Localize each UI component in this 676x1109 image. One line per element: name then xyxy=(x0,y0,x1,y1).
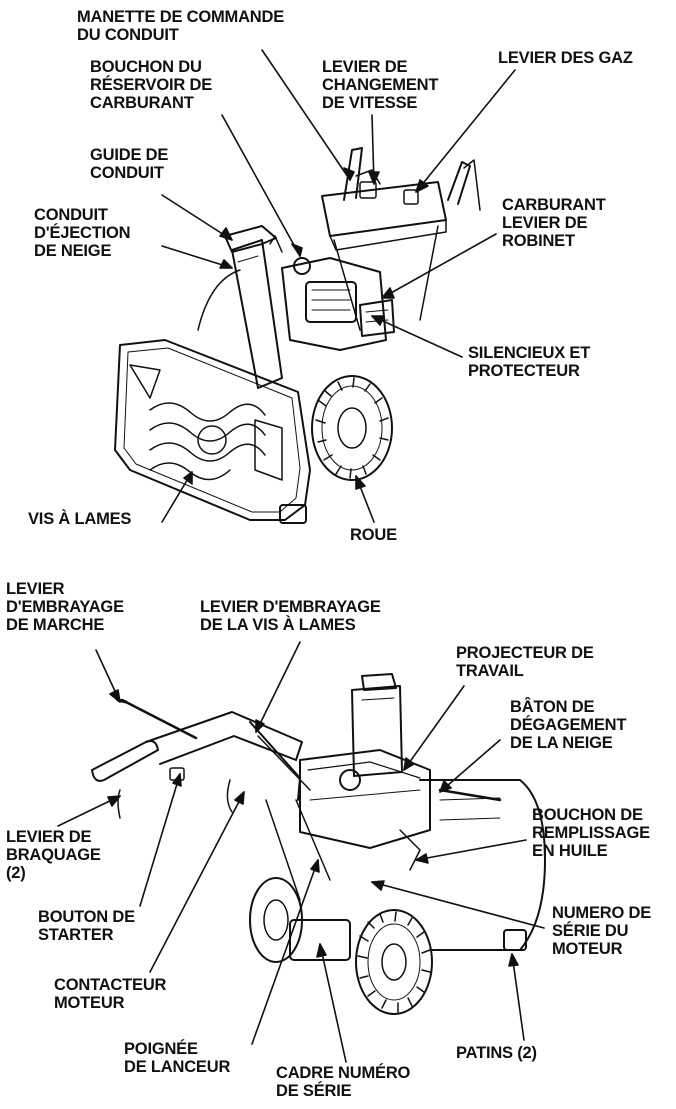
leader-cadre xyxy=(320,944,346,1062)
label-patins: PATINS (2) xyxy=(456,1044,537,1062)
label-numero-serie-moteur: NUMERO DE SÉRIE DU MOTEUR xyxy=(552,904,651,958)
label-manette-conduit: MANETTE DE COMMANDE DU CONDUIT xyxy=(77,8,284,44)
label-bouchon-huile: BOUCHON DE REMPLISSAGE EN HUILE xyxy=(532,806,650,860)
label-robinet-carburant: CARBURANT LEVIER DE ROBINET xyxy=(502,196,606,250)
engine xyxy=(282,258,394,350)
auger-housing-rear xyxy=(420,780,545,950)
leader-patins xyxy=(512,954,524,1040)
label-bouchon-reservoir: BOUCHON DU RÉSERVOIR DE CARBURANT xyxy=(90,58,212,112)
top-leader-lines xyxy=(162,50,515,522)
leader-bouchon xyxy=(222,115,300,256)
label-baton-degagement: BÂTON DE DÉGAGEMENT DE LA NEIGE xyxy=(510,698,626,752)
label-vis-lames: VIS À LAMES xyxy=(28,510,131,528)
leader-numero-moteur xyxy=(372,882,544,928)
label-poignee-lanceur: POIGNÉE DE LANCEUR xyxy=(124,1040,230,1076)
leader-lanceur xyxy=(252,860,318,1044)
wheel xyxy=(312,376,392,480)
right-wheel xyxy=(356,910,432,1014)
label-contacteur: CONTACTEUR MOTEUR xyxy=(54,976,166,1012)
handle-grip-left xyxy=(92,741,158,781)
bottom-snowblower-drawing xyxy=(92,674,545,1014)
label-cadre-numero: CADRE NUMÉRO DE SÉRIE xyxy=(276,1064,410,1100)
label-projecteur: PROJECTEUR DE TRAVAIL xyxy=(456,644,594,680)
label-levier-braquage: LEVIER DE BRAQUAGE (2) xyxy=(6,828,101,882)
dashboard xyxy=(322,182,446,250)
leader-projecteur xyxy=(404,686,464,770)
chute-rear xyxy=(352,674,402,776)
top-snowblower-drawing xyxy=(115,148,480,523)
label-levier-vitesse: LEVIER DE CHANGEMENT DE VITESSE xyxy=(322,58,438,112)
leader-starter xyxy=(140,774,180,906)
label-bouton-starter: BOUTON DE STARTER xyxy=(38,908,135,944)
leader-huile xyxy=(416,840,526,860)
label-levier-gaz: LEVIER DES GAZ xyxy=(498,49,633,67)
leader-embr-vis xyxy=(256,642,300,732)
label-silencieux: SILENCIEUX ET PROTECTEUR xyxy=(468,344,590,380)
right-handle xyxy=(448,162,470,204)
label-guide-conduit: GUIDE DE CONDUIT xyxy=(90,146,168,182)
label-embrayage-marche: LEVIER D'EMBRAYAGE DE MARCHE xyxy=(6,580,124,634)
label-roue: ROUE xyxy=(350,526,397,544)
chute xyxy=(225,226,282,388)
leader-baton xyxy=(440,740,500,792)
label-conduit-ejection: CONDUIT D'ÉJECTION DE NEIGE xyxy=(34,206,130,260)
leader-contacteur xyxy=(150,792,244,972)
auger xyxy=(150,403,265,480)
engine-rear xyxy=(300,750,430,870)
label-embrayage-vis: LEVIER D'EMBRAYAGE DE LA VIS À LAMES xyxy=(200,598,381,634)
leader-robinet xyxy=(382,234,496,298)
